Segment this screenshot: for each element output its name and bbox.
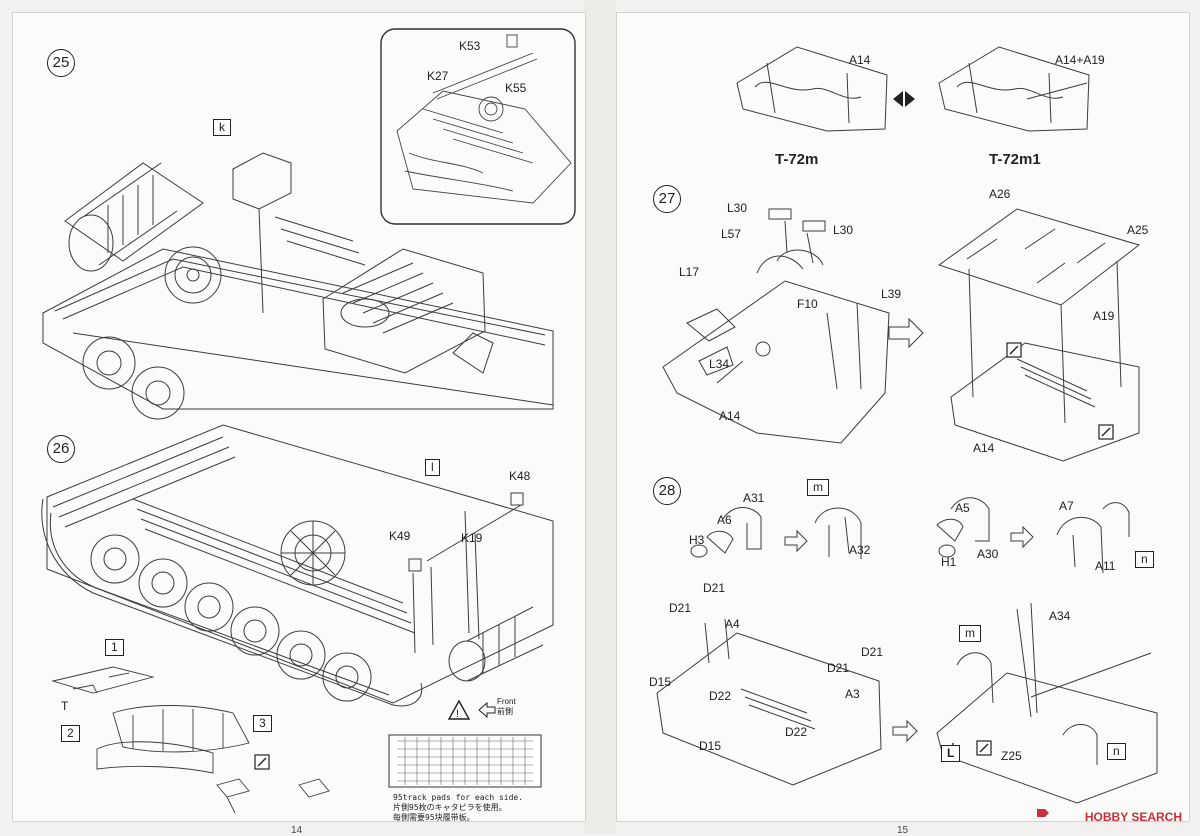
part-label-d15-b: D15 bbox=[699, 739, 722, 753]
part-label-a14-variant: A14 bbox=[849, 53, 871, 67]
part-label-a14-a19-variant: A14+A19 bbox=[1055, 53, 1105, 67]
assembly-illustrations-right bbox=[656, 46, 1158, 817]
part-label-f10: F10 bbox=[797, 297, 818, 311]
part-label-a5: A5 bbox=[955, 501, 970, 515]
part-label-d15-a: D15 bbox=[649, 675, 672, 689]
svg-text:!: ! bbox=[456, 709, 459, 720]
hobby-search-watermark: HOBBY SEARCH bbox=[1084, 810, 1182, 824]
part-label-l57: L57 bbox=[721, 227, 742, 241]
part-label-a7: A7 bbox=[1059, 499, 1074, 513]
page-number: 14 bbox=[291, 825, 303, 836]
track-box-1: 1 bbox=[105, 639, 124, 656]
instruction-page-15: A14 A14+A19 T-72m T-72m1 27 L30 L57 L30 … bbox=[616, 12, 1190, 836]
tool-box-l: L bbox=[941, 745, 961, 762]
page-gutter bbox=[584, 0, 616, 833]
step-number-26: 26 bbox=[47, 435, 75, 463]
part-letter-box-m-lower: m bbox=[959, 625, 981, 642]
part-letter-box-k: k bbox=[213, 119, 231, 136]
part-label-a19: A19 bbox=[1093, 309, 1115, 323]
part-label-a6: A6 bbox=[717, 513, 732, 527]
part-label-a11: A11 bbox=[1095, 559, 1116, 573]
part-letter-box-n-upper: n bbox=[1135, 551, 1154, 568]
track-box-2: 2 bbox=[61, 725, 80, 742]
part-label-k53: K53 bbox=[459, 39, 481, 53]
part-label-a25: A25 bbox=[1127, 223, 1149, 237]
part-label-k19: K19 bbox=[461, 531, 483, 545]
instruction-page-14: ! 25 k K53 K27 K55 26 l K48 K49 K19 1 2 … bbox=[12, 12, 586, 836]
part-label-h1: H1 bbox=[941, 555, 957, 569]
part-label-a3: A3 bbox=[845, 687, 860, 701]
part-label-a26: A26 bbox=[989, 187, 1011, 201]
part-label-d22-b: D22 bbox=[785, 725, 808, 739]
track-label-t: T bbox=[61, 699, 69, 713]
part-label-k48: K48 bbox=[509, 469, 531, 483]
part-label-d21-d: D21 bbox=[827, 661, 850, 675]
part-label-k55: K55 bbox=[505, 81, 527, 95]
track-pad-note: 95track pads for each side. 片側95枚のキャタピラを… bbox=[393, 793, 524, 822]
part-label-k27: K27 bbox=[427, 69, 449, 83]
part-label-a34: A34 bbox=[1049, 609, 1071, 623]
page-number: 15 bbox=[897, 825, 909, 836]
assembly-illustrations-left: ! bbox=[41, 28, 576, 814]
part-label-l34: L34 bbox=[709, 357, 730, 371]
part-label-a32: A32 bbox=[849, 543, 871, 557]
part-letter-box-n-lower: n bbox=[1107, 743, 1126, 760]
part-label-a14-step27-left: A14 bbox=[719, 409, 741, 423]
part-label-l30-a: L30 bbox=[727, 201, 748, 215]
part-label-d21-a: D21 bbox=[703, 581, 726, 595]
step-number-28: 28 bbox=[653, 477, 681, 505]
part-label-a30: A30 bbox=[977, 547, 999, 561]
part-label-a4: A4 bbox=[725, 617, 740, 631]
part-label-d21-c: D21 bbox=[861, 645, 884, 659]
step-number-27: 27 bbox=[653, 185, 681, 213]
part-label-z25: Z25 bbox=[1001, 749, 1022, 763]
part-label-l30-b: L30 bbox=[833, 223, 854, 237]
part-label-a31: A31 bbox=[743, 491, 765, 505]
variant-caption-t72m: T-72m bbox=[775, 151, 819, 168]
part-label-k49: K49 bbox=[389, 529, 411, 543]
part-label-h3: H3 bbox=[689, 533, 705, 547]
part-label-a14-step27-right: A14 bbox=[973, 441, 995, 455]
variant-caption-t72m1: T-72m1 bbox=[989, 151, 1041, 168]
part-label-l39: L39 bbox=[881, 287, 902, 301]
track-box-3: 3 bbox=[253, 715, 272, 732]
part-letter-box-l: l bbox=[425, 459, 440, 476]
step-number-25: 25 bbox=[47, 49, 75, 77]
part-label-d21-b: D21 bbox=[669, 601, 692, 615]
part-label-l17: L17 bbox=[679, 265, 700, 279]
front-label: Front 前側 bbox=[497, 697, 516, 716]
part-letter-box-m-upper: m bbox=[807, 479, 829, 496]
part-label-d22-a: D22 bbox=[709, 689, 732, 703]
